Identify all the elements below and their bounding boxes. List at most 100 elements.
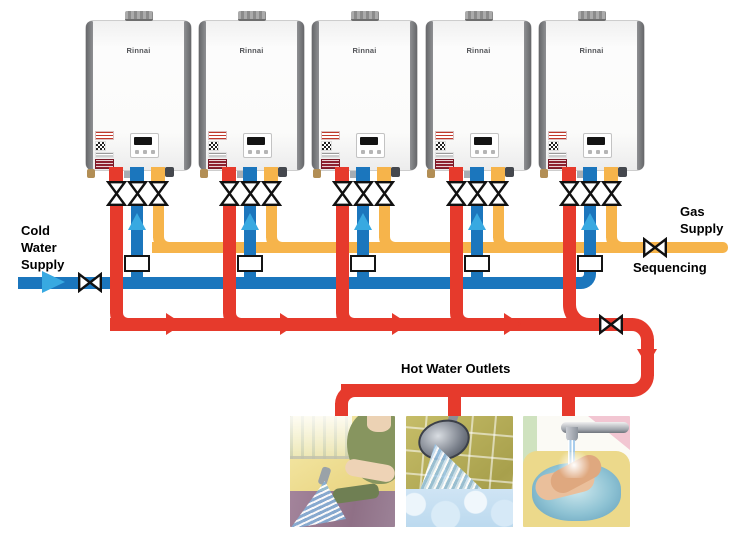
cap-fitting-5: [618, 167, 627, 177]
display-screen: [134, 137, 152, 145]
hot-outlet-stub-5: [562, 167, 576, 181]
side-band-left: [539, 21, 546, 170]
cold-inlet-stub-5: [583, 167, 597, 181]
gas-inlet-stub-3: [377, 167, 391, 181]
hot-isolation-valve-5: [558, 180, 580, 207]
foamy-water: [406, 489, 513, 527]
hot-outlet-stub-2: [222, 167, 236, 181]
water-heater-3: Rinnai: [311, 11, 418, 171]
hot-drop-3: [335, 203, 349, 313]
side-band-left: [199, 21, 206, 170]
pipe-fitting-4: [463, 171, 470, 178]
pipe-fitting-2: [236, 171, 243, 178]
pipe-fitting-1: [123, 171, 130, 178]
glassware-shelf: [290, 416, 352, 459]
cold-inlet-stub-3: [356, 167, 370, 181]
warning-stickers: [321, 131, 340, 170]
qr-code: [548, 141, 559, 151]
hot-drop-1: [109, 203, 123, 313]
gas-manifold: [152, 242, 728, 253]
drain-fitting-4: [427, 169, 435, 178]
drain-fitting-3: [313, 169, 321, 178]
side-band-right: [637, 21, 644, 170]
control-panel: [583, 133, 612, 158]
qr-code: [95, 141, 106, 151]
cold-supply-pipe: [18, 277, 581, 289]
outlet-image-shower: [406, 416, 513, 527]
side-band-right: [184, 21, 191, 170]
gas-drop-elbow-4: [492, 237, 509, 253]
spec-sticker: [435, 152, 454, 158]
gas-inlet-stub-2: [264, 167, 278, 181]
outlet-branch-1: [334, 403, 348, 418]
vent-pipe-icon: [464, 11, 493, 21]
soap-foam: [555, 452, 593, 478]
cap-fitting-1: [165, 167, 174, 177]
hot-isolation-valve-2: [218, 180, 240, 207]
cold-isolation-valve-2: [239, 180, 261, 207]
display-screen: [474, 137, 492, 145]
outlet-branch-3: [561, 397, 575, 418]
hot-down-flow-arrow: [637, 349, 657, 366]
display-screen: [360, 137, 378, 145]
outlet-branch-2: [447, 397, 461, 418]
hot-flow-arrow-1: [166, 313, 183, 335]
cap-fitting-4: [505, 167, 514, 177]
side-band-right: [410, 21, 417, 170]
rating-sticker: [435, 159, 454, 169]
gas-isolation-valve-3: [373, 180, 395, 207]
gas-drop-1: [152, 203, 164, 238]
gas-drop-elbow-3: [378, 237, 395, 253]
side-band-left: [426, 21, 433, 170]
hot-outlet-stub-1: [109, 167, 123, 181]
side-band-left: [86, 21, 93, 170]
warning-stickers: [548, 131, 567, 170]
gas-inlet-stub-4: [491, 167, 505, 181]
vent-pipe-icon: [577, 11, 606, 21]
panel-buttons: [361, 150, 381, 154]
spec-sticker: [321, 152, 340, 158]
gas-drop-elbow-2: [265, 237, 282, 253]
side-band-right: [524, 21, 531, 170]
warning-stickers: [435, 131, 454, 170]
panel-buttons: [475, 150, 495, 154]
qr-code: [435, 141, 446, 151]
warning-sticker: [321, 131, 340, 140]
gas-drop-3: [378, 203, 390, 238]
cold-supply-valve: [77, 271, 103, 294]
hot-isolation-valve-4: [445, 180, 467, 207]
cold-isolation-valve-1: [126, 180, 148, 207]
control-panel: [243, 133, 272, 158]
gas-supply-valve: [642, 236, 668, 259]
gas-isolation-valve-2: [260, 180, 282, 207]
cold-riser-flow-arrow-5: [581, 213, 599, 230]
control-panel: [470, 133, 499, 158]
flow-control-box-4: [464, 255, 490, 272]
control-panel: [130, 133, 159, 158]
faucet-spout: [566, 427, 578, 441]
warning-stickers: [208, 131, 227, 170]
water-heater-5: Rinnai: [538, 11, 645, 171]
gas-inlet-stub-1: [151, 167, 165, 181]
vent-pipe-icon: [237, 11, 266, 21]
warning-sticker: [548, 131, 567, 140]
cold-riser-flow-arrow-3: [354, 213, 372, 230]
gas-drop-5: [605, 203, 617, 238]
panel-buttons: [588, 150, 608, 154]
vent-pipe-icon: [124, 11, 153, 21]
gas-isolation-valve-5: [600, 180, 622, 207]
brand-label: Rinnai: [352, 46, 377, 55]
brand-label: Rinnai: [126, 46, 151, 55]
rating-sticker: [95, 159, 114, 169]
gas-isolation-valve-1: [147, 180, 169, 207]
rating-sticker: [208, 159, 227, 169]
drain-fitting-1: [87, 169, 95, 178]
water-heater-1: Rinnai: [85, 11, 192, 171]
panel-buttons: [248, 150, 268, 154]
faucet-icon: [561, 422, 629, 433]
drain-fitting-2: [200, 169, 208, 178]
